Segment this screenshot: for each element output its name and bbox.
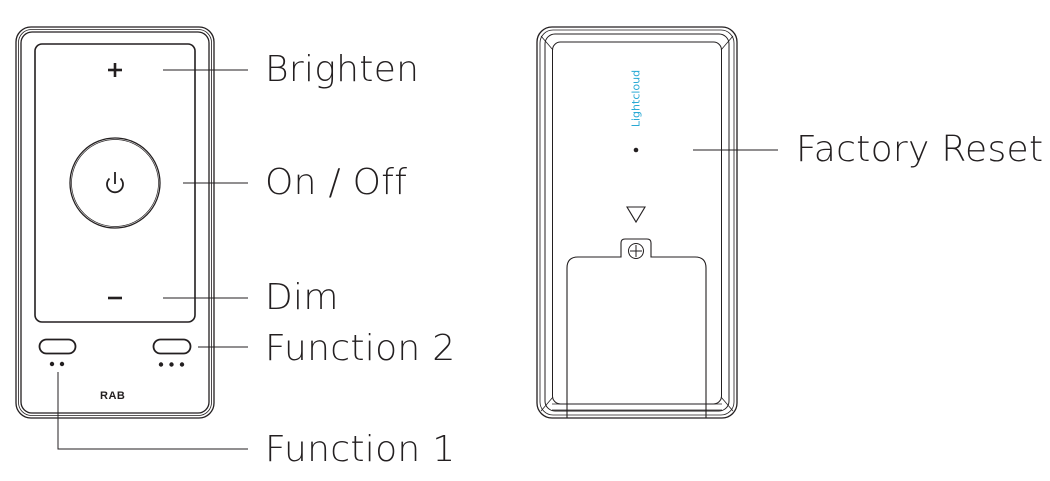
factory-reset-pinhole[interactable] (633, 147, 639, 153)
leader-lines-left (57, 69, 248, 450)
front-remote (15, 26, 215, 419)
function2-button[interactable] (152, 338, 192, 355)
triangle-arrow-icon (626, 206, 646, 224)
battery-door[interactable] (566, 238, 707, 418)
back-remote (536, 26, 738, 419)
power-icon (106, 172, 124, 194)
plus-icon[interactable] (108, 63, 122, 77)
label-on-off: On / Off (265, 162, 408, 203)
label-dim: Dim (265, 277, 339, 318)
screw-icon (628, 243, 644, 259)
label-function-2: Function 2 (265, 328, 456, 369)
label-function-1: Function 1 (265, 429, 456, 470)
function1-button[interactable] (38, 338, 77, 355)
power-button[interactable] (69, 137, 161, 229)
function-dots (49, 361, 185, 367)
rab-logo: RAB (100, 390, 126, 402)
label-factory-reset: Factory Reset (796, 129, 1044, 170)
lightcloud-logo: Lightcloud (629, 69, 643, 128)
label-brighten: Brighten (265, 49, 420, 90)
